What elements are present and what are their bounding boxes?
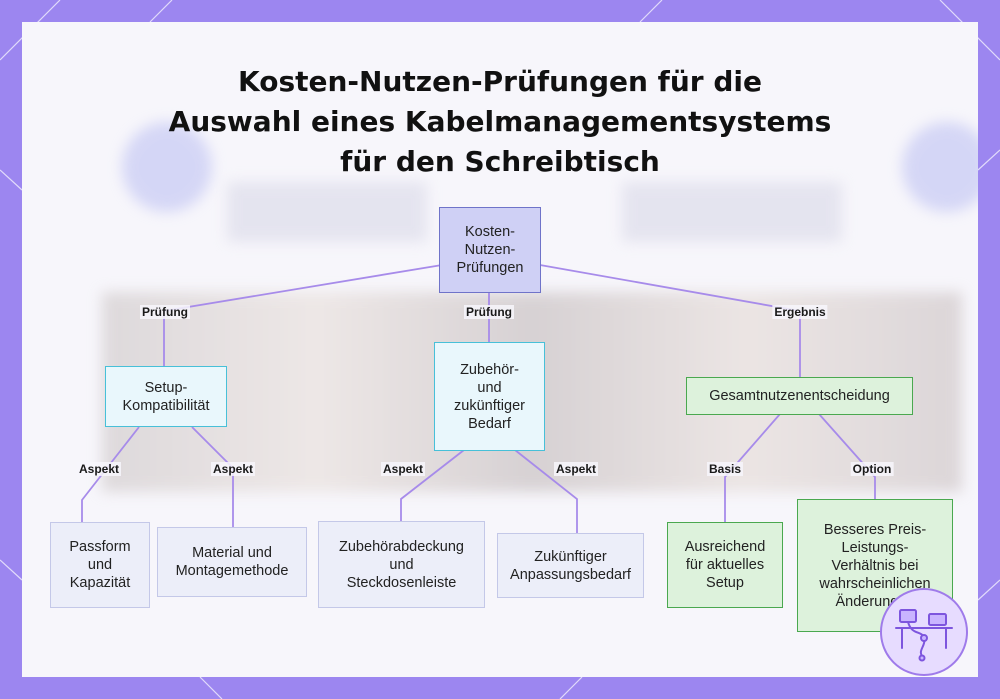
title-line-1: Kosten-Nutzen-Prüfungen für die — [238, 65, 762, 98]
edge-label-root-gesamt: Ergebnis — [772, 305, 828, 319]
edge-zubehoer-abdeckung — [400, 449, 465, 522]
title-line-2: Auswahl eines Kabelmanagementsystems — [168, 105, 832, 138]
desk-setup-icon — [880, 588, 968, 676]
node-zubehoer-bedarf: Zubehör- und zukünftiger Bedarf — [434, 342, 545, 451]
title-line-3: für den Schreibtisch — [340, 145, 660, 178]
edge-label-gesamt-besseres: Option — [850, 462, 894, 476]
edge-label-root-setup: Prüfung — [140, 305, 190, 319]
edge-label-zubehoer-abdeckung: Aspekt — [380, 462, 426, 476]
background-blur-text-right — [622, 182, 842, 242]
node-kosten-nutzen-pruefungen: Kosten- Nutzen- Prüfungen — [439, 207, 541, 293]
background-blur-text-left — [227, 182, 427, 242]
edge-label-gesamt-ausreichend: Basis — [706, 462, 744, 476]
diagram-card: Kosten-Nutzen-Prüfungen für die Auswahl … — [22, 22, 978, 677]
edge-root-gesamt — [539, 264, 801, 378]
node-setup-kompatibilitaet: Setup- Kompatibilität — [105, 366, 227, 427]
background-blur-circle-right — [902, 122, 978, 212]
edge-label-zubehoer-anpassung: Aspekt — [553, 462, 599, 476]
edge-gesamt-besseres — [818, 413, 876, 499]
edge-label-root-zubehoer: Prüfung — [464, 305, 514, 319]
edge-gesamt-ausreichend — [724, 413, 781, 522]
edge-label-setup-material: Aspekt — [210, 462, 256, 476]
node-ausreichend-aktuelles-setup: Ausreichend für aktuelles Setup — [667, 522, 783, 608]
node-passform-kapazitaet: Passform und Kapazität — [50, 522, 150, 608]
node-zukuenftiger-anpassungsbedarf: Zukünftiger Anpassungsbedarf — [497, 533, 644, 598]
node-material-montagemethode: Material und Montagemethode — [157, 527, 307, 597]
edge-root-setup — [163, 264, 443, 367]
page-title: Kosten-Nutzen-Prüfungen für die Auswahl … — [22, 62, 978, 182]
node-gesamtnutzenentscheidung: Gesamtnutzenentscheidung — [686, 377, 913, 415]
edge-label-setup-passform: Aspekt — [76, 462, 122, 476]
background-blur-circle-left — [122, 122, 212, 212]
edge-setup-passform — [81, 426, 140, 522]
edge-setup-material — [191, 426, 234, 527]
edge-zubehoer-anpassung — [514, 449, 578, 534]
node-zubehoerabdeckung-steckdosenleiste: Zubehörabdeckung und Steckdosenleiste — [318, 521, 485, 608]
